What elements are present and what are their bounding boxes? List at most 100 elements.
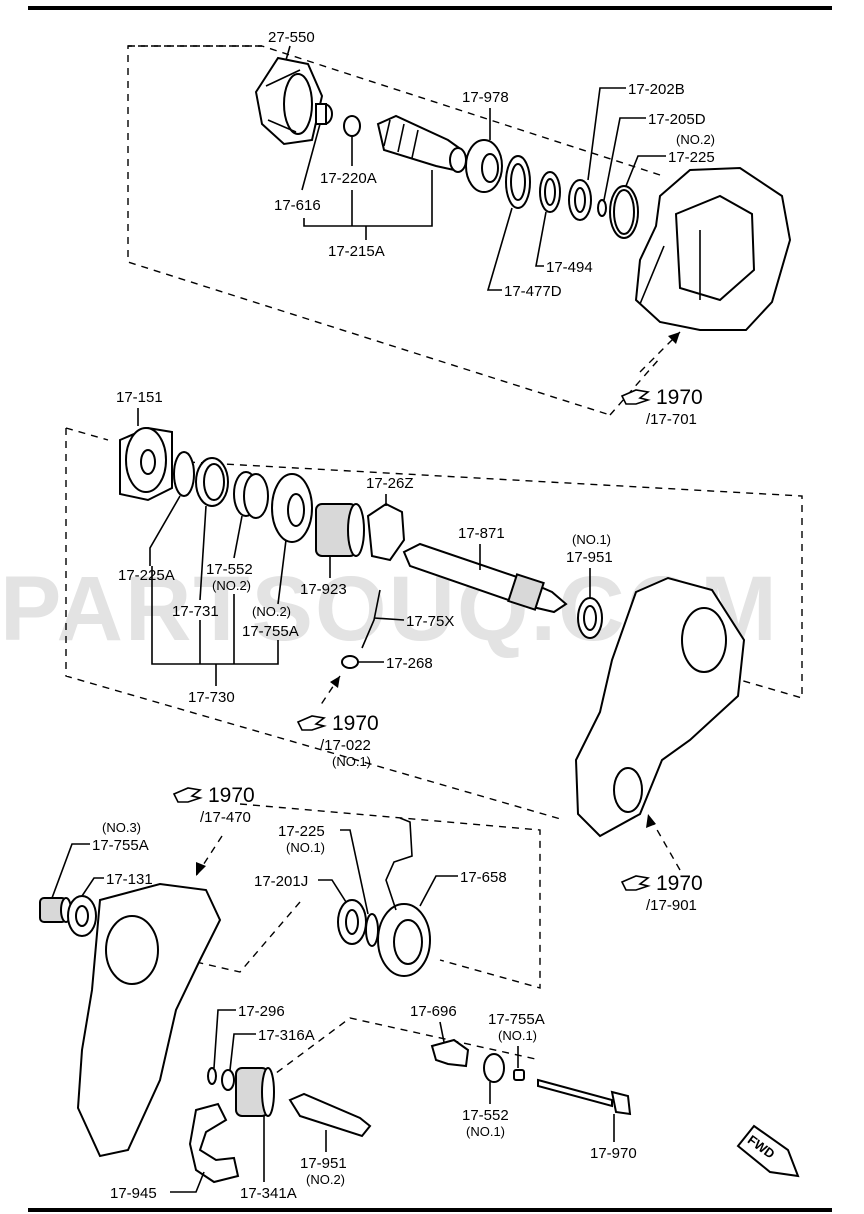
label-17-731: 17-731 [172, 603, 219, 620]
part-17-477D [505, 155, 531, 209]
ref-sub-17-022: /17-022 [320, 737, 371, 754]
part-17-731 [195, 457, 229, 507]
label-17-755A-no2: 17-755A [242, 623, 299, 640]
label-17-755A-no1: 17-755A [488, 1011, 545, 1028]
leader-17-552-no2 [233, 515, 243, 559]
label-17-978: 17-978 [462, 89, 509, 106]
leader-27-550 [285, 45, 291, 61]
part-17-75X [361, 589, 381, 649]
part-17-215A [376, 114, 467, 173]
ref-num-17-701: 1970 [656, 386, 703, 409]
leader-17-225-no2 [625, 155, 666, 187]
part-17-696 [430, 1038, 470, 1068]
leader-17-731 [199, 505, 207, 601]
section1-outline-path [127, 45, 661, 416]
label-17-341A: 17-341A [240, 1185, 297, 1202]
label-17-696: 17-696 [410, 1003, 457, 1020]
leader-17-696 [439, 1021, 445, 1043]
ref-note-17-022: (NO.1) [332, 754, 371, 769]
note-17-755A-no2: (NO.2) [252, 604, 291, 619]
leader-17-75X [373, 617, 405, 621]
ref-arrowhead-17-901 [646, 814, 656, 828]
label-17-494: 17-494 [546, 259, 593, 276]
label-17-220A: 17-220A [320, 170, 377, 187]
leader-17-755A-no2 [277, 539, 287, 605]
ref-num-17-022: 1970 [332, 712, 379, 735]
label-17-755A-no3: 17-755A [92, 837, 149, 854]
part-17-755A-no3 [39, 897, 72, 923]
label-17-205D: 17-205D [648, 111, 706, 128]
note-17-755A-no1: (NO.1) [498, 1028, 537, 1043]
label-17-151: 17-151 [116, 389, 163, 406]
label-17-131: 17-131 [106, 871, 153, 888]
note-17-755A-no3: (NO.3) [102, 820, 141, 835]
part-17-552-no2 [233, 471, 269, 519]
note-17-951-no2: (NO.2) [306, 1172, 345, 1187]
label-17-951-no2: 17-951 [300, 1155, 347, 1172]
part-17-220A [343, 115, 361, 137]
bracket-17-730 [151, 566, 279, 665]
note-17-951-no1: (NO.1) [572, 532, 611, 547]
part-17-552-no1 [483, 1053, 505, 1083]
part-17-755A-no2 [271, 473, 313, 543]
label-17-201J: 17-201J [254, 873, 308, 890]
part-17-978 [465, 139, 503, 193]
part-17-201J [337, 899, 367, 945]
part-17-225-no2 [609, 185, 639, 239]
leader-17-225A [149, 495, 181, 566]
label-17-477D: 17-477D [504, 283, 562, 300]
label-17-296: 17-296 [238, 1003, 285, 1020]
ref-num-17-470: 1970 [208, 784, 255, 807]
note-17-552-no1: (NO.1) [466, 1124, 505, 1139]
part-17-202B [568, 179, 592, 221]
ref-sub-17-901: /17-901 [646, 897, 697, 914]
label-17-552-no2: 17-552 [206, 561, 253, 578]
note-17-552-no2: (NO.2) [212, 578, 251, 593]
label-17-871: 17-871 [458, 525, 505, 542]
section3-outline-b [255, 1017, 541, 1089]
part-17-296 [207, 1067, 217, 1085]
part-17-26Z [366, 502, 406, 562]
leader-17-201J [318, 879, 347, 903]
part-case-17-470 [76, 882, 222, 1158]
label-17-225-no2: 17-225 [668, 149, 715, 166]
part-17-225A [173, 451, 195, 497]
part-17-494 [539, 171, 561, 213]
leader-17-296 [213, 1009, 236, 1069]
hand-icon-17-901 [620, 875, 651, 891]
leader-17-658 [419, 875, 458, 907]
part-17-316A [221, 1069, 235, 1091]
section2-outline [65, 427, 803, 821]
label-17-225-no1: 17-225 [278, 823, 325, 840]
label-17-970: 17-970 [590, 1145, 637, 1162]
ref-sub-17-470: /17-470 [200, 809, 251, 826]
part-27-550 [254, 56, 324, 146]
label-17-552-no1: 17-552 [462, 1107, 509, 1124]
part-case-17-901 [574, 576, 746, 838]
part-17-225-no1 [365, 913, 379, 947]
part-17-616 [315, 103, 333, 125]
label-27-550: 27-550 [268, 29, 315, 46]
ref-arrow-17-701 [639, 331, 681, 373]
label-17-730: 17-730 [188, 689, 235, 706]
label-17-268: 17-268 [386, 655, 433, 672]
part-17-658 [377, 817, 431, 977]
ref-sub-17-701: /17-701 [646, 411, 697, 428]
label-17-658: 17-658 [460, 869, 507, 886]
hand-icon-17-701 [620, 389, 651, 405]
part-17-951-no2 [288, 1092, 372, 1138]
leader-17-945 [170, 1171, 205, 1193]
part-17-151 [119, 426, 173, 502]
ref-num-17-901: 1970 [656, 872, 703, 895]
label-17-945: 17-945 [110, 1185, 157, 1202]
fwd-arrow-icon: FWD [736, 1124, 800, 1178]
leader-17-616 [301, 123, 433, 227]
ref-arrowhead-17-022 [330, 676, 340, 688]
leader-17-131 [81, 877, 104, 897]
leader-17-205D [603, 117, 646, 201]
part-17-871 [402, 542, 568, 614]
part-17-923 [315, 503, 365, 557]
label-17-215A: 17-215A [328, 243, 385, 260]
ref-arrowhead-17-701 [668, 332, 680, 344]
